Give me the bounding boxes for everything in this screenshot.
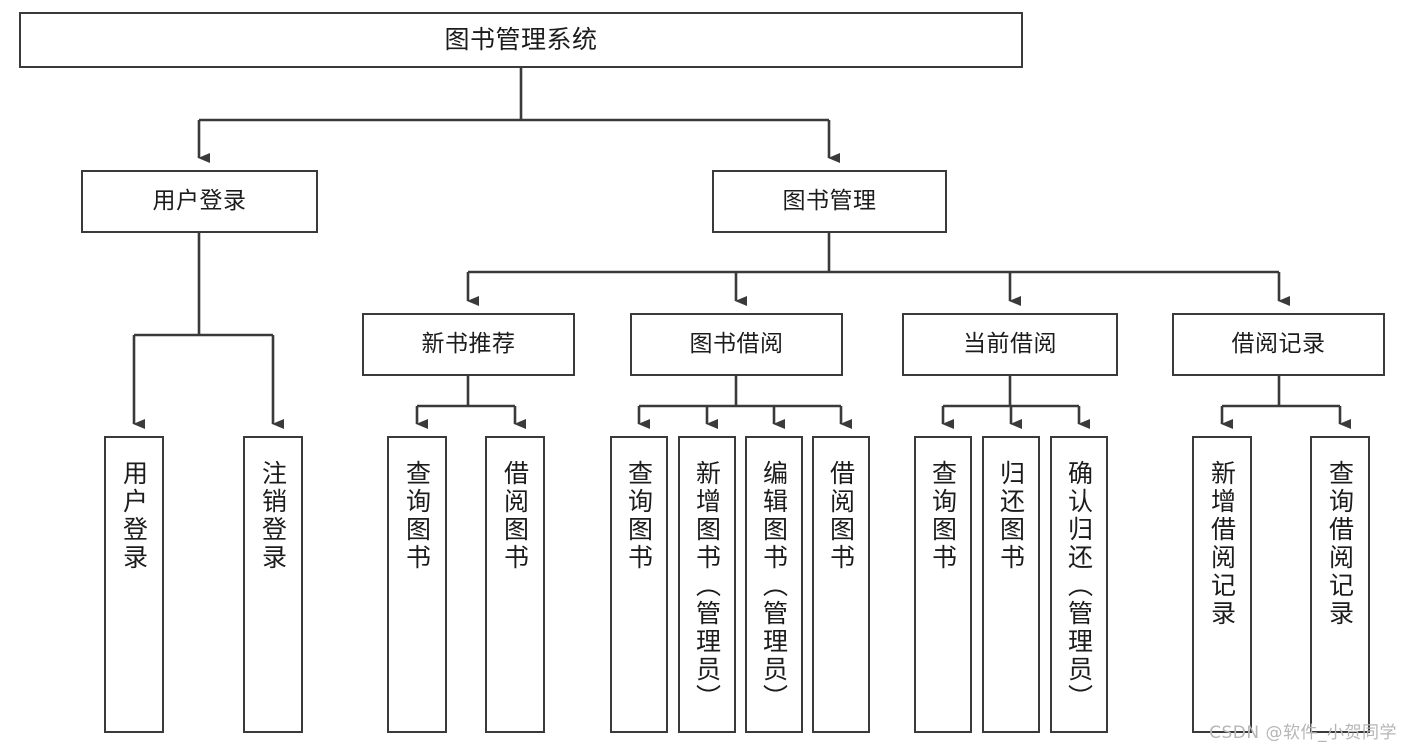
node-label: 确认归还（管理员）	[1064, 460, 1094, 712]
node-book-borrow[interactable]: 图书借阅	[630, 313, 843, 376]
node-label: 图书借阅	[689, 330, 784, 357]
node-label: 查询图书	[402, 460, 432, 572]
node-book-mgmt[interactable]: 图书管理	[712, 170, 947, 233]
node-label: 用户登录	[152, 187, 247, 214]
node-label: 查询图书	[928, 460, 958, 572]
node-leaf-rec-borrow[interactable]: 借阅图书	[485, 436, 545, 733]
node-leaf-user-login[interactable]: 用户登录	[104, 436, 164, 733]
node-current-borrow[interactable]: 当前借阅	[902, 313, 1118, 376]
node-leaf-rec-add[interactable]: 新增借阅记录	[1192, 436, 1252, 733]
node-label: 图书管理系统	[444, 25, 598, 54]
node-leaf-borrow-add[interactable]: 新增图书（管理员）	[678, 436, 736, 733]
node-leaf-user-logout[interactable]: 注销登录	[243, 436, 303, 733]
node-leaf-cur-return[interactable]: 归还图书	[982, 436, 1040, 733]
node-user-login[interactable]: 用户登录	[81, 170, 318, 233]
node-new-book-rec[interactable]: 新书推荐	[362, 313, 575, 376]
node-label: 新增图书（管理员）	[692, 460, 722, 712]
node-leaf-borrow-query[interactable]: 查询图书	[610, 436, 668, 733]
node-leaf-borrow-edit[interactable]: 编辑图书（管理员）	[745, 436, 803, 733]
node-leaf-rec-query[interactable]: 查询图书	[387, 436, 447, 733]
node-label: 新增借阅记录	[1207, 460, 1237, 628]
node-leaf-rec-search[interactable]: 查询借阅记录	[1310, 436, 1370, 733]
node-leaf-cur-query[interactable]: 查询图书	[914, 436, 972, 733]
node-borrow-record[interactable]: 借阅记录	[1172, 313, 1385, 376]
node-label: 当前借阅	[963, 330, 1057, 357]
watermark: CSDN @软件_小贺同学	[1209, 723, 1397, 743]
node-label: 用户登录	[119, 460, 149, 572]
node-label: 借阅记录	[1231, 330, 1326, 357]
node-label: 新书推荐	[421, 330, 516, 357]
node-label: 注销登录	[258, 460, 288, 572]
node-label: 查询借阅记录	[1325, 460, 1355, 628]
node-leaf-cur-confirm[interactable]: 确认归还（管理员）	[1050, 436, 1108, 733]
node-label: 编辑图书（管理员）	[759, 460, 789, 712]
node-label: 归还图书	[996, 460, 1026, 572]
node-label: 查询图书	[624, 460, 654, 572]
node-label: 借阅图书	[826, 460, 856, 572]
node-label: 借阅图书	[500, 460, 530, 572]
node-label: 图书管理	[782, 187, 877, 214]
node-leaf-borrow-lend[interactable]: 借阅图书	[812, 436, 870, 733]
node-root[interactable]: 图书管理系统	[19, 12, 1023, 68]
